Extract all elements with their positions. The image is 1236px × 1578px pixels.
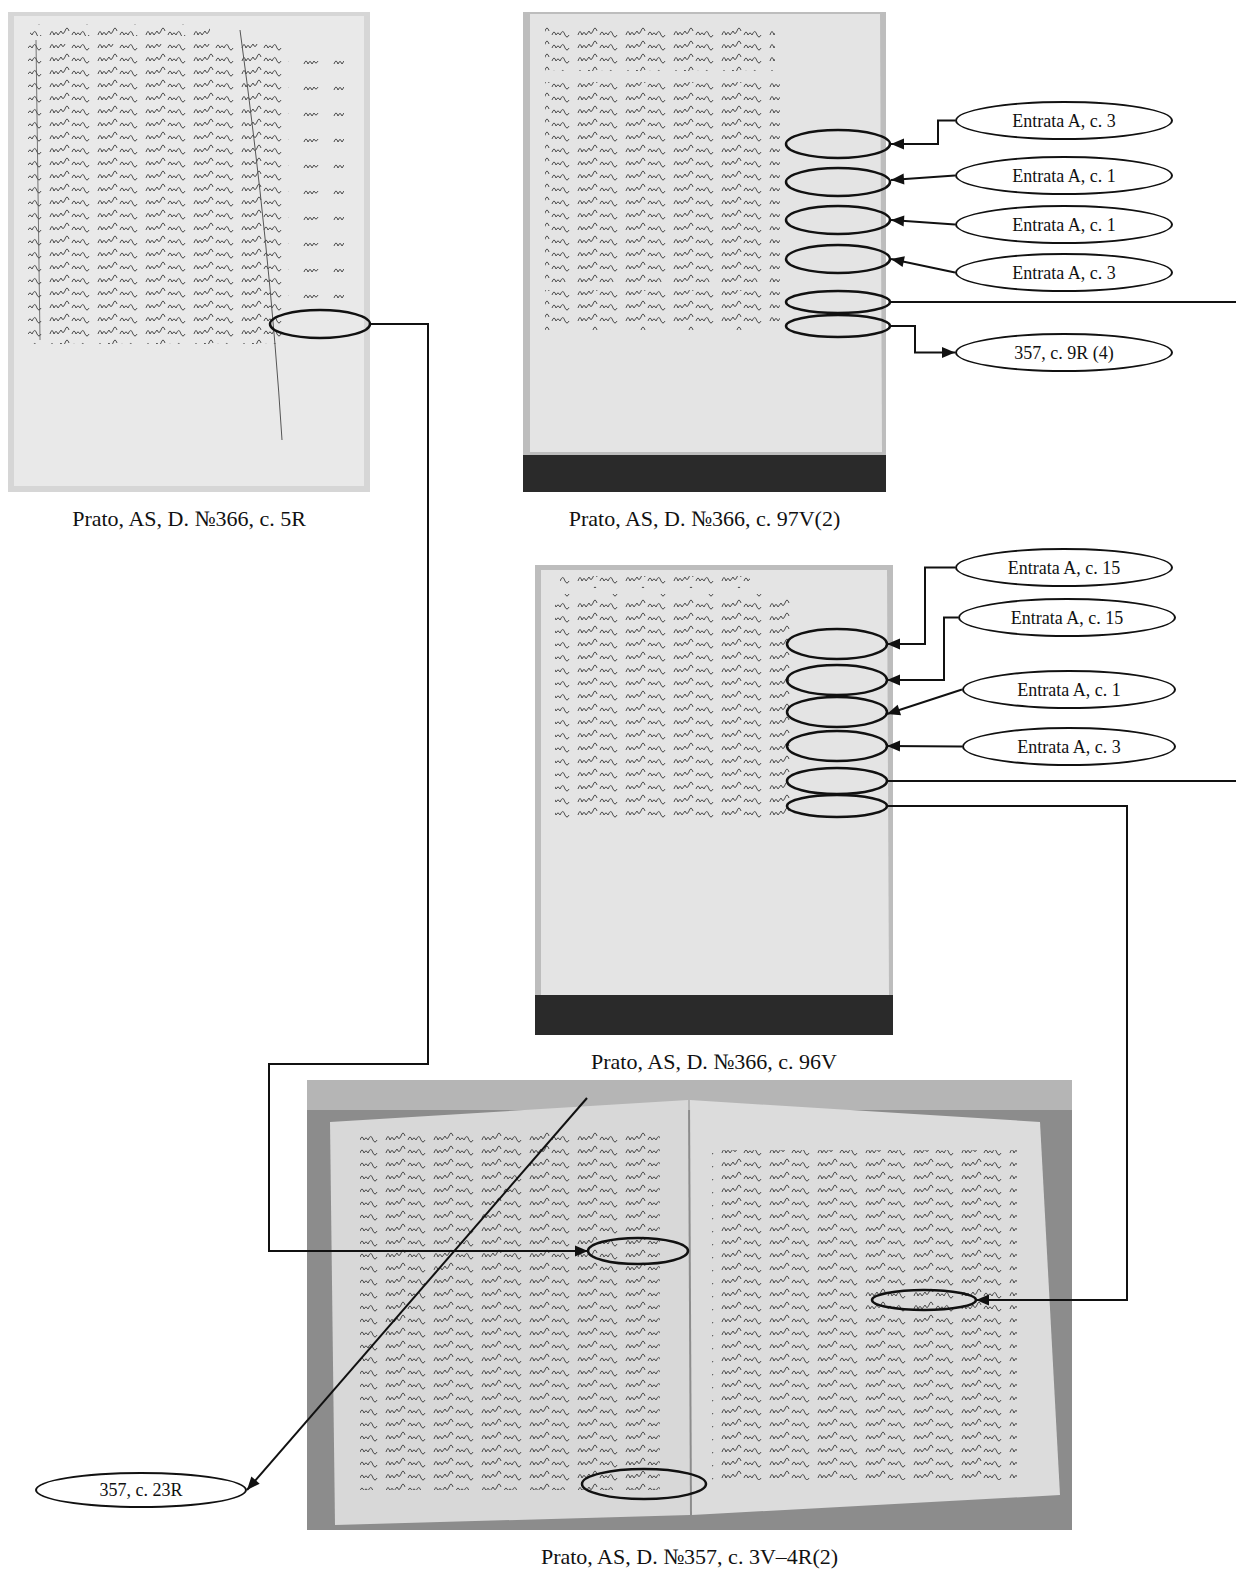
handwriting xyxy=(28,44,283,344)
reference-oval: Entrata A, c. 3 xyxy=(955,101,1173,140)
photo-ground xyxy=(307,1080,1072,1530)
handwriting xyxy=(360,1130,660,1490)
oval-label: Entrata A, c. 1 xyxy=(1012,214,1115,236)
oval-label: Entrata A, c. 3 xyxy=(1017,736,1120,758)
connector-arrow xyxy=(891,174,955,185)
reference-oval: Entrata A, c. 3 xyxy=(955,253,1173,292)
arrow-head xyxy=(887,705,901,715)
photo-frame: Prato, AS, D. №366, c. 97V(2) xyxy=(523,12,886,534)
handwriting xyxy=(712,1150,1017,1480)
reference-oval: Entrata A, c. 15 xyxy=(958,598,1176,637)
photo-caption: Prato, AS, D. №366, c. 5R xyxy=(70,504,308,534)
highlight-ellipse xyxy=(786,315,890,337)
highlight-ellipse xyxy=(787,629,887,659)
oval-label: 357, c. 9R (4) xyxy=(1014,342,1113,364)
manuscript-page xyxy=(690,1100,1060,1515)
handwriting xyxy=(30,24,210,36)
arrow-head xyxy=(891,174,904,185)
connector-arrow xyxy=(891,256,955,272)
connector-arrow xyxy=(887,806,1127,1306)
oval-label: Entrata A, c. 1 xyxy=(1012,165,1115,187)
leader-line xyxy=(890,301,1236,303)
connector-line xyxy=(887,618,958,681)
leader-line xyxy=(887,780,1236,782)
highlight-ellipse xyxy=(786,168,890,196)
arrow-head xyxy=(887,675,900,686)
connector-arrow xyxy=(891,121,955,150)
reference-oval: Entrata A, c. 3 xyxy=(962,727,1176,766)
highlight-ellipse xyxy=(786,130,890,158)
highlight-ellipse xyxy=(786,206,890,234)
manuscript-page xyxy=(14,16,364,486)
handwriting xyxy=(545,26,775,71)
connector-arrow xyxy=(891,215,955,226)
highlight-ellipse xyxy=(787,768,887,794)
arrow-head xyxy=(887,639,900,650)
ruling-line xyxy=(36,40,40,340)
handwriting xyxy=(555,594,790,819)
connector-arrow xyxy=(247,1098,587,1490)
arrow-head xyxy=(891,215,904,226)
highlight-ellipse xyxy=(786,245,890,273)
arrow-head xyxy=(942,347,955,358)
highlight-ellipse xyxy=(582,1469,706,1499)
photo-caption: Prato, AS, D. №366, c. 97V(2) xyxy=(567,504,843,534)
arrow-head xyxy=(891,139,904,150)
photo-ground xyxy=(307,1080,1072,1110)
photo-ground xyxy=(523,455,886,492)
ruling-line xyxy=(240,30,282,440)
oval-label: Entrata A, c. 3 xyxy=(1012,110,1115,132)
arrow-head xyxy=(891,256,905,267)
highlight-ellipse xyxy=(270,310,370,338)
photo-ground xyxy=(8,12,370,492)
reference-oval: 357, c. 23R xyxy=(35,1472,247,1508)
arrow-head xyxy=(247,1477,260,1490)
highlight-ellipse xyxy=(588,1238,688,1264)
photo-frame: Prato, AS, D. №366, c. 5R xyxy=(8,12,370,534)
handwriting xyxy=(560,576,750,588)
oval-label: Entrata A, c. 1 xyxy=(1017,679,1120,701)
highlight-ellipse xyxy=(787,665,887,695)
highlight-ellipse xyxy=(787,795,887,817)
reference-oval: Entrata A, c. 1 xyxy=(962,670,1176,709)
connector-arrow xyxy=(891,326,955,358)
oval-label: Entrata A, c. 15 xyxy=(1011,607,1123,629)
highlight-ellipse xyxy=(786,291,890,313)
photo-caption: Prato, AS, D. №357, c. 3V–4R(2) xyxy=(539,1542,840,1572)
connector-line xyxy=(887,806,1127,1300)
reference-oval: 357, c. 9R (4) xyxy=(955,333,1173,372)
photo-ground xyxy=(535,995,893,1035)
connector-arrow xyxy=(887,618,958,686)
connector-arrow xyxy=(887,690,962,716)
photo-caption: Prato, AS, D. №366, c. 96V xyxy=(589,1047,839,1077)
oval-label: 357, c. 23R xyxy=(100,1479,183,1501)
manuscript-page xyxy=(541,570,889,995)
oval-label: Entrata A, c. 3 xyxy=(1012,262,1115,284)
connector-arrow xyxy=(269,324,588,1257)
reference-oval: Entrata A, c. 1 xyxy=(955,156,1173,195)
photo-frame: Prato, AS, D. №366, c. 96V xyxy=(535,565,893,1077)
highlight-ellipse xyxy=(872,1290,976,1310)
highlight-ellipse xyxy=(787,731,887,761)
photo-frame: Prato, AS, D. №357, c. 3V–4R(2) xyxy=(307,1080,1072,1572)
arrow-head xyxy=(575,1246,588,1257)
reference-oval: Entrata A, c. 1 xyxy=(955,205,1173,244)
connector-line xyxy=(247,1098,587,1490)
handwriting xyxy=(288,50,344,300)
manuscript-page xyxy=(330,1100,690,1525)
connector-arrow xyxy=(887,741,962,752)
reference-oval: Entrata A, c. 15 xyxy=(955,548,1173,587)
highlight-ellipse xyxy=(787,697,887,727)
oval-label: Entrata A, c. 15 xyxy=(1008,557,1120,579)
photo-ground xyxy=(523,12,886,492)
arrow-head xyxy=(887,741,900,752)
connector-line xyxy=(269,324,588,1251)
arrow-head xyxy=(976,1295,989,1306)
handwriting xyxy=(545,82,780,282)
photo-ground xyxy=(535,565,893,1035)
handwriting xyxy=(545,290,780,330)
